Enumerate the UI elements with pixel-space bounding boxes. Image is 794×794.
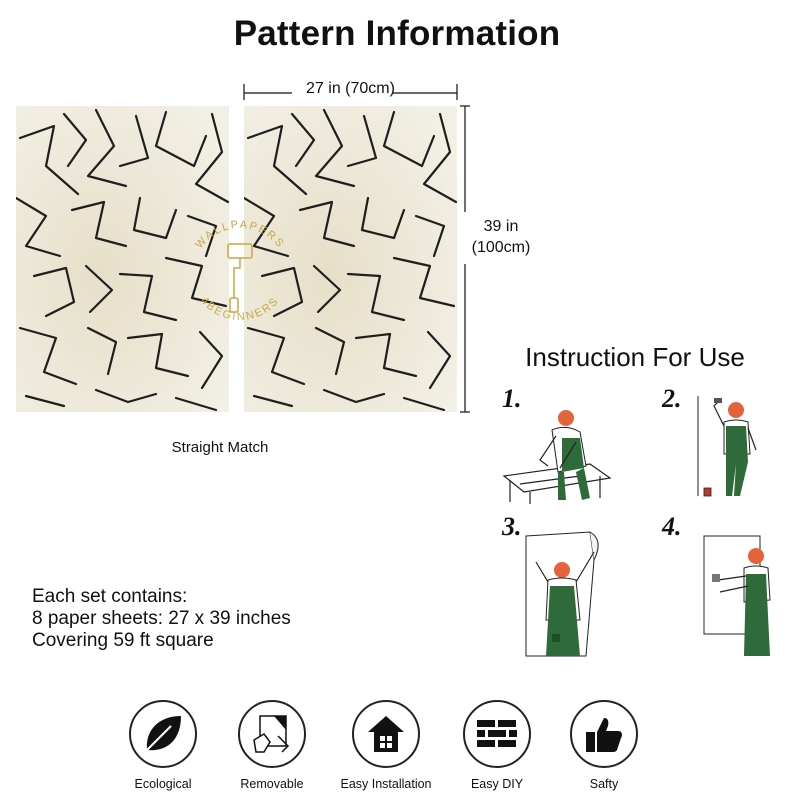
wallpaper-panel-left	[16, 106, 229, 412]
step-number-4: 4.	[662, 512, 682, 541]
step-number-2: 2.	[662, 384, 682, 413]
height-dimension-in: 39 in	[483, 218, 519, 235]
feature-removable: Removable	[212, 700, 332, 791]
step-3-illustration	[520, 530, 610, 658]
feature-easy-diy: Easy DIY	[437, 700, 557, 791]
step-2-illustration	[690, 392, 770, 502]
pattern-left	[16, 106, 229, 412]
feature-label: Easy DIY	[470, 777, 524, 791]
feature-ecological: Ecological	[103, 700, 223, 791]
step-number-1: 1.	[502, 384, 522, 413]
match-type-label: Straight Match	[171, 439, 269, 456]
contents-line-1: Each set contains:	[32, 586, 188, 607]
instructions-title: Instruction For Use	[525, 342, 745, 372]
pattern-right	[244, 106, 457, 412]
step-4-illustration	[700, 530, 780, 658]
set-contents: Each set contains: 8 paper sheets: 27 x …	[32, 586, 291, 652]
contents-line-3: Covering 59 ft square	[32, 630, 214, 651]
peel-icon	[238, 700, 306, 768]
thumbs-up-icon	[570, 700, 638, 768]
contents-line-2: 8 paper sheets: 27 x 39 inches	[32, 608, 291, 629]
watermark-logo: WALLPAPERS 4BEGINNERS	[170, 198, 310, 338]
paint-roller-icon	[227, 243, 253, 313]
feature-label: Ecological	[134, 777, 192, 791]
height-dimension: 39 in (100cm)	[456, 216, 546, 258]
height-dimension-cm: (100cm)	[471, 239, 531, 256]
feature-label: Safty	[589, 777, 619, 791]
wallpaper-panel-right	[244, 106, 457, 412]
feature-safety: Safty	[544, 700, 664, 791]
step-number-3: 3.	[502, 512, 522, 541]
width-dimension: 27 in (70cm)	[306, 80, 395, 97]
feature-label: Easy Installation	[340, 777, 432, 791]
page-title: Pattern Information	[233, 14, 561, 53]
brick-wall-icon	[463, 700, 531, 768]
step-1-illustration	[500, 406, 620, 506]
feature-easy-installation: Easy Installation	[326, 700, 446, 791]
feature-label: Removable	[240, 777, 304, 791]
leaf-icon	[129, 700, 197, 768]
house-icon	[352, 700, 420, 768]
